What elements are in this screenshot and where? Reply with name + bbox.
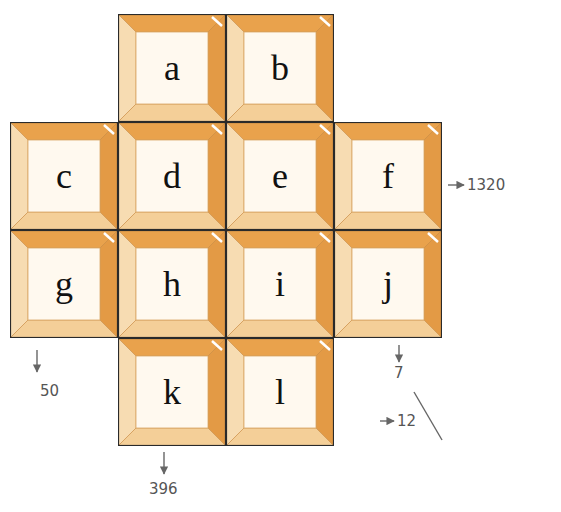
tile-letter: l	[275, 374, 285, 410]
tile-letter: f	[382, 158, 394, 194]
arrow-right	[448, 184, 464, 185]
tile-letter: b	[271, 50, 289, 86]
tile-letter: j	[383, 266, 393, 302]
bevel-tile: d	[118, 122, 226, 230]
tile-letter: d	[163, 158, 181, 194]
arrow-down	[163, 452, 164, 474]
arrow-down	[398, 345, 399, 362]
bevel-tile: j	[334, 230, 442, 338]
bevel-tile: a	[118, 14, 226, 122]
tile-letter: g	[55, 266, 73, 302]
bevel-tile: f	[334, 122, 442, 230]
dimension-number: 1320	[467, 178, 505, 193]
bevel-tile: h	[118, 230, 226, 338]
bevel-tile: b	[226, 14, 334, 122]
bevel-tile: c	[10, 122, 118, 230]
bevel-tile: l	[226, 338, 334, 446]
tile-letter: a	[164, 50, 180, 86]
dimension-number: 12	[397, 414, 416, 429]
dimension-number: 396	[149, 482, 178, 497]
slash-line	[414, 392, 442, 440]
tile-letter: e	[272, 158, 288, 194]
arrow-down	[36, 350, 37, 372]
bevel-tile: k	[118, 338, 226, 446]
bevel-tile: i	[226, 230, 334, 338]
bevel-tile: g	[10, 230, 118, 338]
tile-letter: k	[163, 374, 181, 410]
tile-letter: c	[56, 158, 72, 194]
dimension-number: 7	[394, 366, 404, 381]
tile-letter: i	[275, 266, 285, 302]
tile-letter: h	[163, 266, 181, 302]
arrow-right	[380, 420, 394, 421]
bevel-tile: e	[226, 122, 334, 230]
dimension-number: 50	[40, 384, 59, 399]
